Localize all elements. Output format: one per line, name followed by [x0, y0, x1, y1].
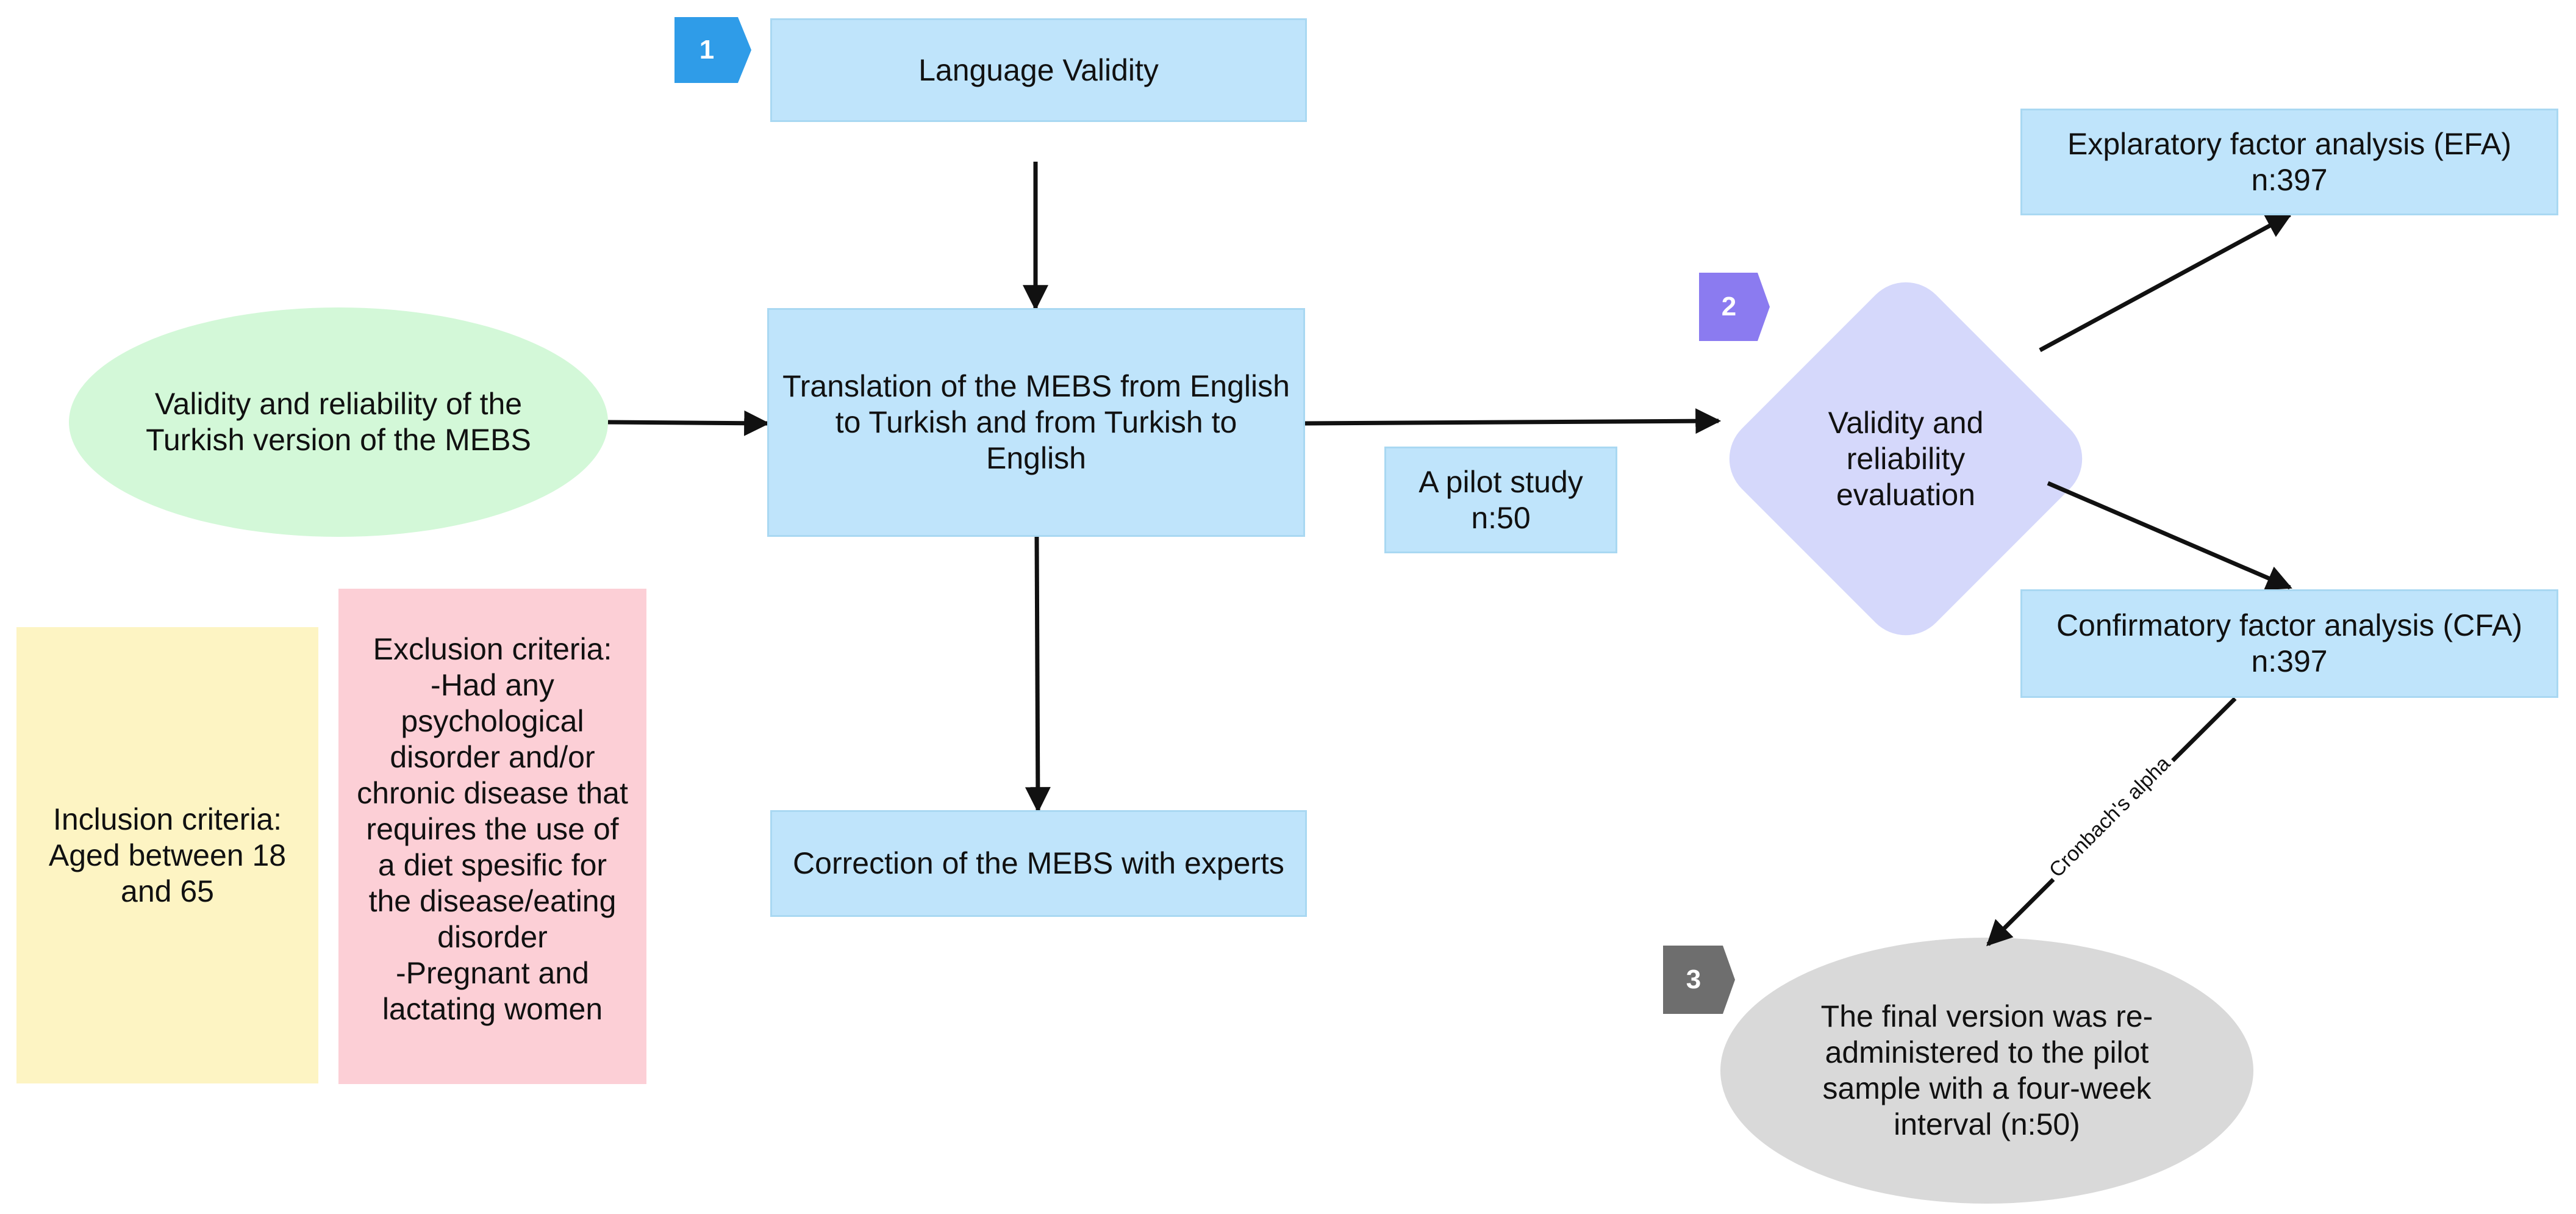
arrow-translation-to-evaluation — [1304, 408, 1722, 434]
step-badge-3: 3 — [1663, 946, 1735, 1014]
arrow-ellipse-to-translation — [607, 410, 770, 436]
arrow-evaluation-to-efa — [2039, 212, 2292, 353]
validity-reliability-ellipse-shape — [69, 307, 608, 537]
language-validity-label: Language Validity — [918, 52, 1159, 87]
evaluation-diamond: Validity and reliability evaluation — [1769, 321, 2043, 596]
efa-box: Explaratory factor analysis (EFA) n:397 — [2020, 109, 2558, 215]
badge-number: 2 — [1721, 292, 1737, 321]
badge-number: 1 — [699, 35, 715, 65]
translation-box: Translation of the MEBS from English to … — [767, 308, 1305, 537]
badge-pentagon-icon — [674, 17, 751, 83]
correction-label: Correction of the MEBS with experts — [793, 846, 1284, 880]
translation-label: Translation of the MEBS from English to … — [782, 369, 1290, 475]
step-badge-2: 2 — [1699, 273, 1770, 341]
exclusion-criteria-label: Exclusion criteria: -Had any psychologic… — [357, 632, 628, 1026]
evaluation-label: Validity and reliability evaluation — [1828, 405, 1984, 512]
final-version-label: The final version was re- administered t… — [1820, 999, 2153, 1141]
correction-box: Correction of the MEBS with experts — [770, 810, 1307, 917]
validity-reliability-ellipse: Validity and reliability of the Turkish … — [69, 307, 608, 537]
final-version-ellipse-shape — [1720, 938, 2253, 1204]
exclusion-criteria-box: Exclusion criteria: -Had any psychologic… — [338, 589, 646, 1084]
badge-pentagon-icon — [1663, 946, 1735, 1014]
badge-pentagon-icon — [1699, 273, 1770, 341]
arrow-translation-to-correction — [1025, 536, 1051, 813]
efa-label: Explaratory factor analysis (EFA) n:397 — [2067, 126, 2512, 197]
evaluation-diamond-shape — [1729, 282, 2083, 636]
step-badge-1: 1 — [674, 17, 751, 83]
inclusion-criteria-label: Inclusion criteria: Aged between 18 and … — [48, 802, 287, 908]
cfa-box: Confirmatory factor analysis (CFA) n:397 — [2020, 589, 2558, 698]
final-version-ellipse: The final version was re- administered t… — [1720, 938, 2253, 1204]
validity-reliability-label: Validity and reliability of the Turkish … — [146, 387, 531, 457]
badge-number: 3 — [1686, 964, 1701, 994]
pilot-study-label: A pilot study n:50 — [1419, 464, 1583, 535]
arrow-evaluation-to-cfa — [2047, 481, 2292, 591]
pilot-study-box: A pilot study n:50 — [1384, 447, 1617, 553]
cfa-label: Confirmatory factor analysis (CFA) n:397 — [2056, 608, 2523, 678]
inclusion-criteria-box: Inclusion criteria: Aged between 18 and … — [16, 627, 318, 1083]
language-validity-box: Language Validity — [770, 18, 1307, 122]
